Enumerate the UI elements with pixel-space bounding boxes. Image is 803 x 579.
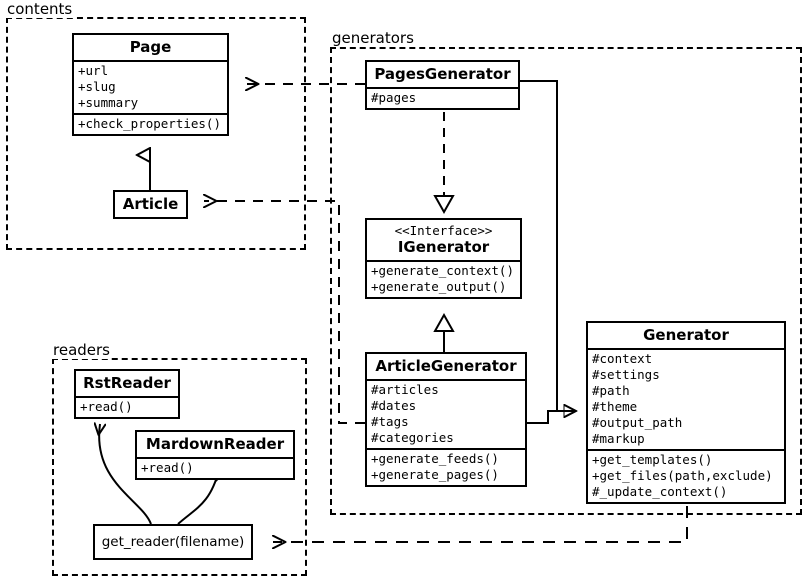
attribute: #path	[592, 383, 630, 398]
package-contents-label: contents	[6, 0, 74, 18]
class-methods-igenerator: +generate_context() +generate_output()	[367, 260, 520, 297]
attribute: #output_path	[592, 415, 683, 430]
method: +read()	[141, 460, 194, 475]
method: #_update_context()	[592, 484, 728, 499]
attribute: #markup	[592, 431, 645, 446]
attribute: #context	[592, 351, 653, 366]
method: +get_templates()	[592, 452, 713, 467]
class-methods-page: +check_properties()	[74, 113, 227, 134]
class-box-article[interactable]: Article	[113, 190, 188, 219]
method: +get_files(path,exclude)	[592, 468, 773, 483]
package-generators-label: generators	[331, 29, 415, 47]
relation-articlegenerator-depends-article	[204, 201, 365, 424]
class-title-generator: Generator	[643, 326, 729, 344]
package-readers	[52, 358, 307, 576]
method: +generate_pages()	[371, 467, 499, 482]
attribute: #dates	[371, 398, 417, 413]
class-methods-articlegenerator: +generate_feeds() +generate_pages()	[367, 448, 525, 485]
class-stereotype-igenerator: <<Interface>>	[394, 223, 493, 238]
attribute: #articles	[371, 382, 439, 397]
class-methods-generator: +get_templates() +get_files(path,exclude…	[588, 449, 784, 502]
attribute: #settings	[592, 367, 660, 382]
package-generators	[330, 47, 802, 515]
class-title-igenerator: IGenerator	[397, 238, 490, 256]
class-methods-rstreader: +read()	[76, 396, 178, 417]
class-title-articlegenerator: ArticleGenerator	[375, 357, 517, 375]
attribute: +summary	[78, 95, 139, 110]
class-title-page: Page	[129, 38, 172, 56]
class-box-articlegenerator[interactable]: ArticleGenerator #articles #dates #tags …	[365, 352, 527, 487]
class-box-page[interactable]: Page +url +slug +summary +check_properti…	[72, 33, 229, 136]
class-title-pagesgenerator: PagesGenerator	[374, 65, 511, 83]
method: +generate_context()	[371, 263, 514, 278]
relation-articlegenerator-generalizes-generator	[527, 410, 576, 424]
attribute: #theme	[592, 399, 638, 414]
relation-getreader-returns-rstreader	[99, 424, 152, 525]
relation-pagesgenerator-realizes-igenerator	[433, 112, 455, 215]
class-attributes-page: +url +slug +summary	[74, 60, 227, 113]
class-box-rstreader[interactable]: RstReader +read()	[74, 369, 180, 419]
attribute: #categories	[371, 430, 454, 445]
class-box-pagesgenerator[interactable]: PagesGenerator #pages	[365, 60, 520, 110]
method: +generate_feeds()	[371, 451, 499, 466]
method: +generate_output()	[371, 279, 507, 294]
method: +check_properties()	[78, 116, 221, 131]
class-attributes-generator: #context #settings #path #theme #output_…	[588, 348, 784, 449]
method: +read()	[80, 399, 133, 414]
relation-generator-depends-getreader	[273, 506, 688, 542]
class-title-mardownreader: MardownReader	[145, 435, 285, 453]
relation-pagesgenerator-generalizes-generator	[520, 80, 576, 411]
relation-articlegenerator-generalizes-igenerator	[433, 312, 455, 352]
package-contents	[6, 17, 306, 250]
function-box-get-reader[interactable]: get_reader(filename)	[93, 524, 253, 560]
attribute: +slug	[78, 79, 116, 94]
class-box-generator[interactable]: Generator #context #settings #path #them…	[586, 321, 786, 504]
attribute: +url	[78, 63, 109, 78]
attribute: #tags	[371, 414, 409, 429]
attribute: #pages	[371, 90, 417, 105]
class-title-rstreader: RstReader	[83, 374, 171, 392]
function-label-get-reader: get_reader(filename)	[101, 534, 245, 550]
class-title-article: Article	[122, 195, 179, 213]
class-attributes-pagesgenerator: #pages	[367, 87, 518, 108]
class-box-mardownreader[interactable]: MardownReader +read()	[135, 430, 295, 480]
package-readers-label: readers	[52, 341, 111, 359]
class-attributes-articlegenerator: #articles #dates #tags #categories	[367, 379, 525, 448]
class-box-igenerator[interactable]: <<Interface>> IGenerator +generate_conte…	[365, 218, 522, 299]
class-methods-mardownreader: +read()	[137, 457, 293, 478]
